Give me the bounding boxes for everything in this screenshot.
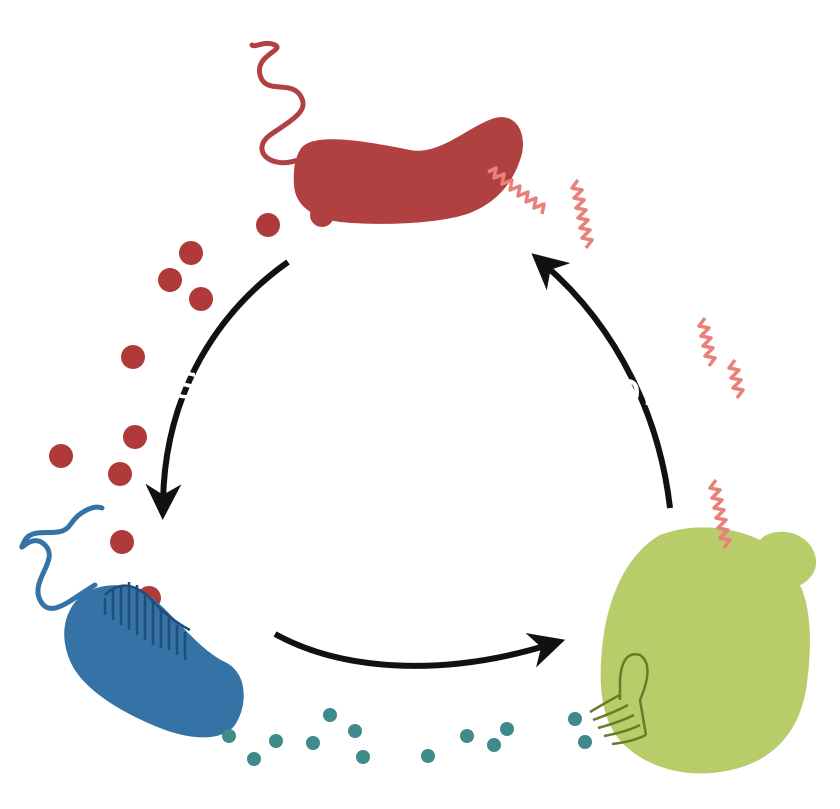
- red-molecule: [110, 530, 134, 554]
- teal-molecule: [578, 735, 592, 749]
- teal-molecule: [460, 729, 474, 743]
- peptide-helices: [487, 166, 745, 550]
- bacterium-red-icon: [249, 40, 523, 227]
- bacterium-blue-icon: [19, 504, 244, 738]
- blue-flagellum: [19, 504, 105, 611]
- label-transmit: Transmit: [277, 553, 475, 607]
- red-molecule: [121, 345, 145, 369]
- red-molecule: [256, 213, 280, 237]
- red-flagellum: [249, 40, 306, 166]
- red-molecule: [189, 287, 213, 311]
- yeast-cell-green-icon: [589, 527, 817, 774]
- helix-icon: [697, 316, 717, 368]
- green-receptor: [589, 653, 649, 746]
- red-molecule: [158, 268, 182, 292]
- helix-icon: [487, 166, 546, 215]
- label-respond: Respond: [502, 362, 700, 416]
- teal-molecule: [356, 750, 370, 764]
- red-molecules: [49, 213, 280, 610]
- red-molecule: [123, 425, 147, 449]
- label-sense: Sense: [88, 355, 227, 409]
- sense-arrow: [145, 259, 290, 520]
- teal-molecule: [247, 752, 261, 766]
- blue-receptor-loop: [104, 584, 191, 632]
- teal-molecule: [348, 724, 362, 738]
- red-cell-bud: [310, 203, 334, 227]
- teal-molecule: [568, 712, 582, 726]
- red-molecule: [49, 444, 73, 468]
- red-cell-body: [293, 117, 523, 224]
- helix-icon: [727, 358, 745, 400]
- helix-icon: [708, 478, 732, 550]
- respond-arrow: [531, 253, 673, 509]
- green-cell-body: [600, 527, 817, 774]
- teal-molecule: [487, 738, 501, 752]
- transmit-arrow: [273, 631, 566, 669]
- teal-molecules: [222, 708, 592, 766]
- red-molecule: [108, 462, 132, 486]
- helix-icon: [570, 178, 594, 250]
- teal-molecule: [323, 708, 337, 722]
- teal-molecule: [500, 722, 514, 736]
- blue-receptor: [103, 582, 187, 660]
- blue-cell-body: [64, 585, 244, 738]
- red-molecule: [179, 241, 203, 265]
- teal-molecule: [306, 736, 320, 750]
- cycle-arrows: [145, 253, 673, 669]
- teal-molecule: [421, 749, 435, 763]
- teal-molecule: [222, 729, 236, 743]
- teal-molecule: [269, 734, 283, 748]
